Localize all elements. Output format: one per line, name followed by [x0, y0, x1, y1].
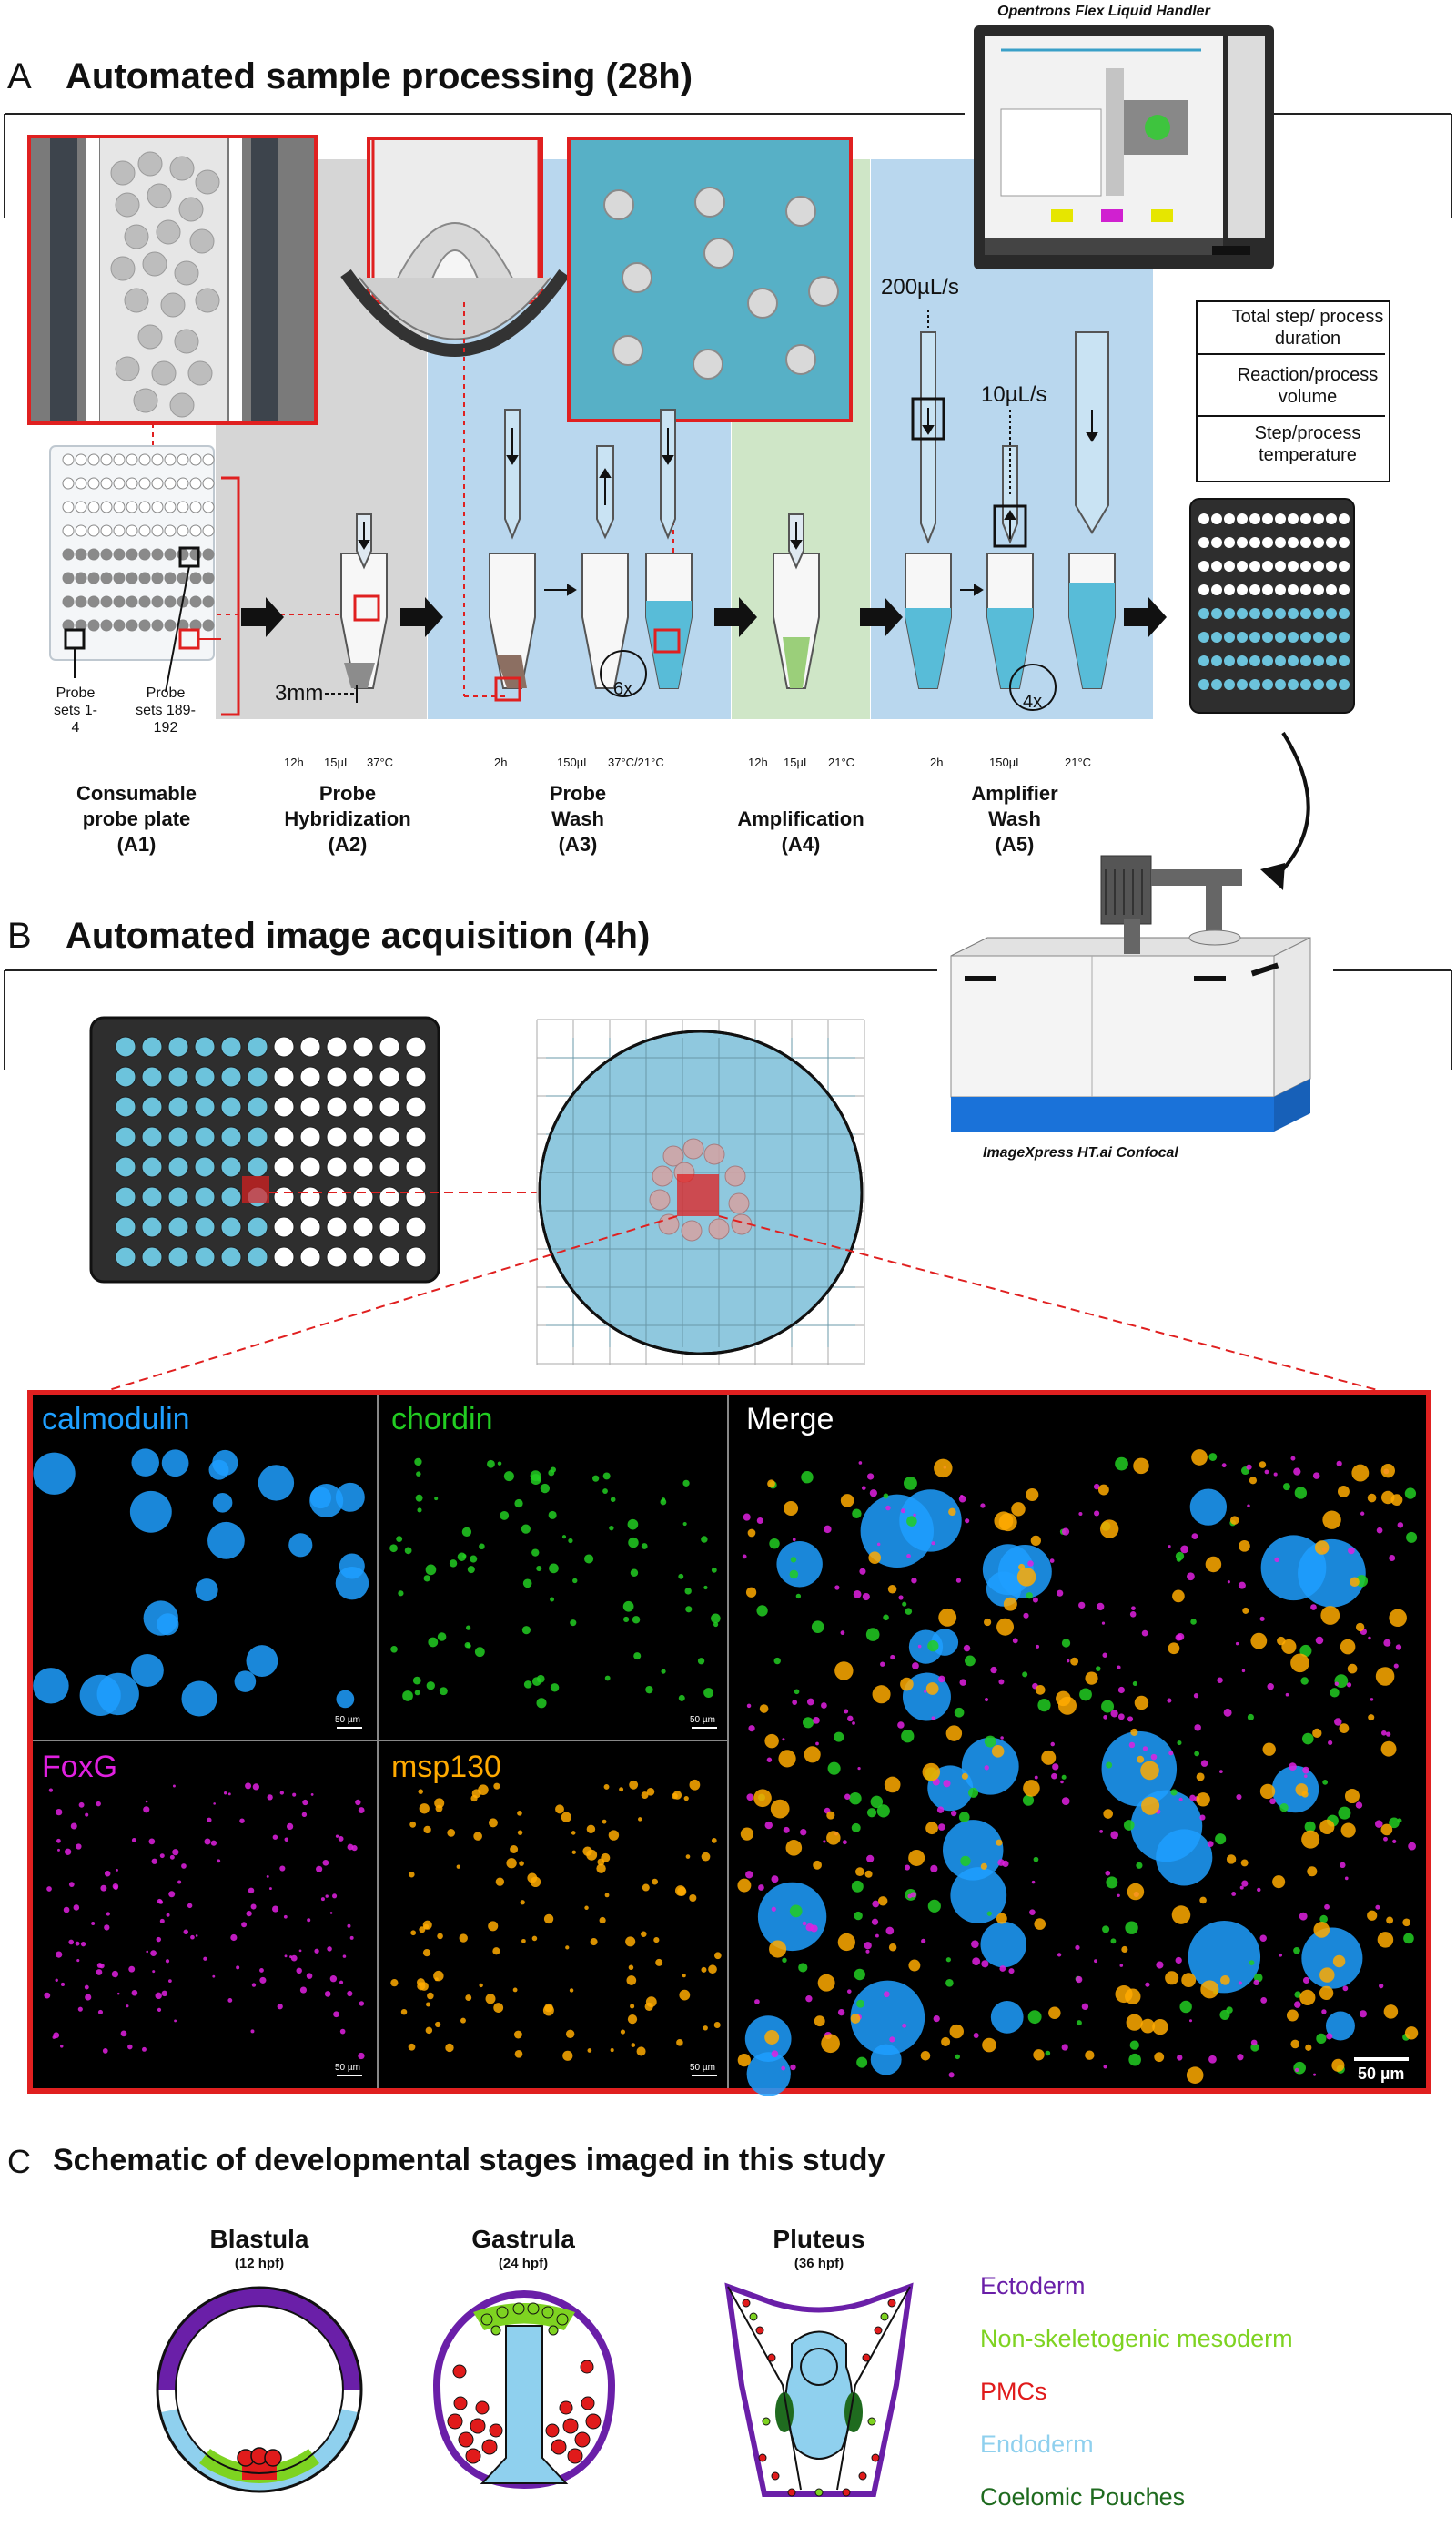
section-c-letter: C: [7, 2143, 31, 2180]
stage-gastrula-title: Gastrula: [471, 2225, 575, 2253]
legend-volume: Reaction/process volume: [1237, 365, 1379, 407]
opentrons-label: Opentrons Flex Liquid Handler: [997, 4, 1210, 19]
scale-bar-label-merge: 50 µm: [1358, 2065, 1405, 2083]
a3-temp: 37°C/21°C: [608, 756, 664, 769]
a2-temp: 37°C: [367, 756, 394, 769]
scale-bar-label-1: 50 µm: [335, 1715, 360, 1725]
legend-box: [1196, 300, 1390, 482]
a4-temp: 21°C: [828, 756, 855, 769]
tissue-nsm: Non-skeletogenic mesoderm: [980, 2325, 1293, 2352]
stage-gastrula-hpf: (24 hpf): [498, 2256, 549, 2271]
stage-blastula-hpf: (12 hpf): [234, 2256, 285, 2271]
step-a1-title: Consumable probe plate: [76, 782, 197, 830]
step-a4-title: Amplification: [737, 807, 864, 830]
probe-label-left: Probe sets 1-4: [53, 685, 97, 736]
tissue-ectoderm: Ectoderm: [980, 2272, 1086, 2299]
probe-label-right: Probe sets 189-192: [136, 685, 196, 736]
a3-time: 2h: [494, 756, 508, 769]
measure-label: 3mm: [275, 681, 324, 705]
legend-duration: Total step/ process duration: [1231, 307, 1384, 349]
step-a5-code: (A5): [995, 833, 1035, 856]
a2-volume: 15µL: [324, 756, 351, 769]
stage-pluteus-hpf: (36 hpf): [794, 2256, 844, 2271]
section-a-title: Automated sample processing (28h): [66, 56, 693, 96]
legend-temp: Step/process temperature: [1254, 423, 1361, 465]
step-a1-code: (A1): [116, 833, 157, 856]
section-b-title: Automated image acquisition (4h): [66, 916, 651, 956]
step-a3-code: (A3): [558, 833, 598, 856]
probe-wash-repeats: 6x: [613, 679, 633, 699]
a5-volume: 150µL: [989, 756, 1023, 769]
a2-time: 12h: [284, 756, 304, 769]
imagexpress-label: ImageXpress HT.ai Confocal: [983, 1145, 1178, 1161]
stage-pluteus-title: Pluteus: [773, 2225, 865, 2253]
section-c-title: Schematic of developmental stages imaged…: [53, 2143, 885, 2177]
flow-rate-fast: 200µL/s: [881, 275, 959, 299]
step-a2-code: (A2): [328, 833, 368, 856]
amplifier-wash-repeats: 4x: [1023, 692, 1043, 712]
step-a2-title: Probe Hybridization: [284, 782, 411, 830]
scale-bar-label-3: 50 µm: [335, 2063, 360, 2073]
stage-blastula-title: Blastula: [209, 2225, 309, 2253]
a5-time: 2h: [930, 756, 944, 769]
flow-rate-slow: 10µL/s: [981, 382, 1047, 407]
section-b-letter: B: [7, 916, 32, 956]
tissue-coelomic-pouches: Coelomic Pouches: [980, 2483, 1186, 2511]
a4-time: 12h: [748, 756, 768, 769]
step-a3-title: Probe Wash: [549, 782, 607, 830]
channel-calmodulin: calmodulin: [42, 1402, 190, 1436]
channel-chordin: chordin: [391, 1402, 493, 1436]
section-a-letter: A: [7, 56, 32, 96]
channel-msp130: msp130: [391, 1750, 501, 1784]
scale-bar-label-2: 50 µm: [690, 1715, 715, 1725]
a5-temp: 21°C: [1065, 756, 1092, 769]
step-a4-code: (A4): [781, 833, 821, 856]
step-a5-title: Amplifier Wash: [971, 782, 1058, 830]
a3-volume: 150µL: [557, 756, 591, 769]
channel-foxg: FoxG: [42, 1750, 118, 1784]
tissue-endoderm: Endoderm: [980, 2431, 1094, 2458]
a4-volume: 15µL: [784, 756, 811, 769]
tissue-pmcs: PMCs: [980, 2378, 1047, 2405]
channel-merge: Merge: [746, 1402, 834, 1436]
scale-bar-label-4: 50 µm: [690, 2063, 715, 2073]
